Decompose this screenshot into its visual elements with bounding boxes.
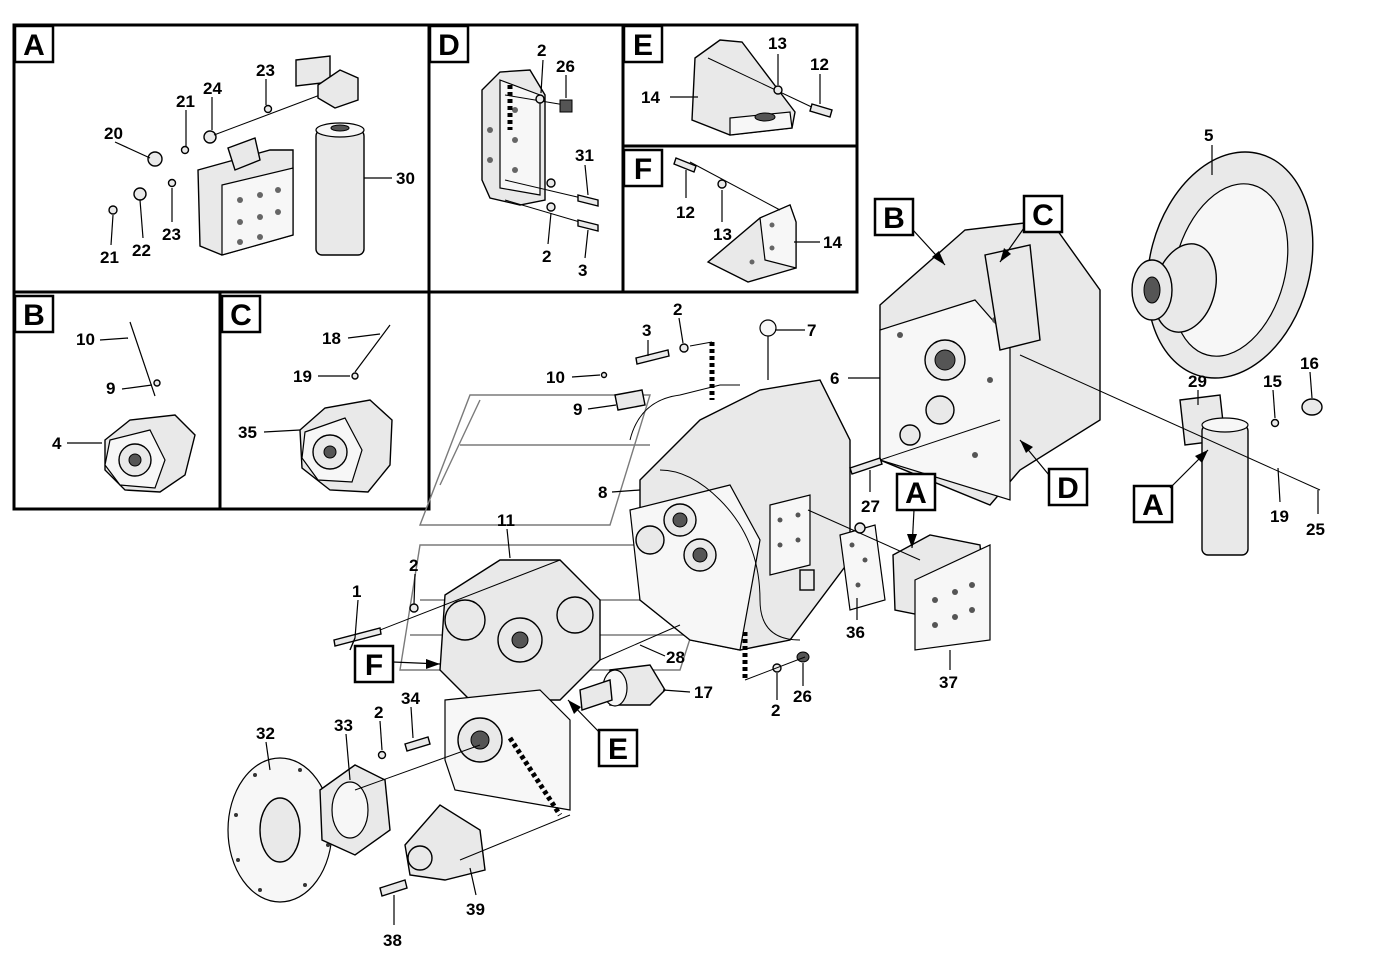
callout-2-left: 2 [409, 556, 418, 575]
main-tag-d: D [1057, 472, 1079, 505]
callout-e-14: 14 [641, 88, 660, 107]
callout-2-bottom: 2 [771, 701, 780, 720]
callout-15: 15 [1263, 372, 1282, 391]
callout-26: 26 [793, 687, 812, 706]
inset-d-letter: D [438, 29, 460, 62]
callout-19: 19 [1270, 507, 1289, 526]
callout-22: 22 [132, 241, 151, 260]
callout-20: 20 [104, 124, 123, 143]
callout-5: 5 [1204, 126, 1213, 145]
callout-d-3: 3 [578, 261, 587, 280]
callout-33: 33 [334, 716, 353, 735]
inset-c-letter: C [230, 299, 252, 332]
main-assembly: B C A D A F E [227, 126, 1325, 950]
callout-c-18: 18 [322, 329, 341, 348]
callout-34: 34 [401, 689, 420, 708]
callout-24: 24 [203, 79, 222, 98]
main-tag-a: A [905, 477, 927, 510]
callout-b-4: 4 [52, 434, 62, 453]
callout-f-13: 13 [713, 225, 732, 244]
callout-2-lower: 2 [374, 703, 383, 722]
main-tag-c: C [1032, 199, 1054, 232]
main-tag-f: F [365, 649, 383, 682]
callout-38: 38 [383, 931, 402, 950]
callout-e-12: 12 [810, 55, 829, 74]
main-letter-tags: B C A D A F E [353, 194, 1209, 768]
callout-f-14: 14 [823, 233, 842, 252]
callout-30: 30 [396, 169, 415, 188]
callout-21: 21 [176, 92, 195, 111]
main-tag-a2: A [1142, 489, 1164, 522]
callout-d-2b: 2 [542, 247, 551, 266]
callout-f-12: 12 [676, 203, 695, 222]
callout-27: 27 [861, 497, 880, 516]
inset-a: A 20 21 [13, 24, 415, 267]
callout-8: 8 [598, 483, 607, 502]
inset-f: F 12 13 14 [622, 148, 842, 283]
inset-e: E 13 12 14 [622, 24, 833, 136]
inset-frames [12, 23, 859, 511]
callout-c-35: 35 [238, 423, 257, 442]
callout-37: 37 [939, 673, 958, 692]
callout-1: 1 [352, 582, 361, 601]
callout-16: 16 [1300, 354, 1319, 373]
callout-10: 10 [546, 368, 565, 387]
callout-b-9: 9 [106, 379, 115, 398]
callout-d-31: 31 [575, 146, 594, 165]
callout-39: 39 [466, 900, 485, 919]
callout-23b: 23 [162, 225, 181, 244]
callout-d-26: 26 [556, 57, 575, 76]
callout-21b: 21 [100, 248, 119, 267]
callout-36: 36 [846, 623, 865, 642]
callout-d-2: 2 [537, 41, 546, 60]
callout-6: 6 [830, 369, 839, 388]
callout-7: 7 [807, 321, 816, 340]
main-tag-e: E [608, 733, 628, 766]
callout-c-19: 19 [293, 367, 312, 386]
callout-2-top: 2 [673, 300, 682, 319]
main-tag-b: B [883, 202, 905, 235]
callout-29: 29 [1188, 372, 1207, 391]
inset-e-letter: E [633, 29, 653, 62]
callout-b-10: 10 [76, 330, 95, 349]
inset-b: B 10 9 4 [13, 294, 196, 493]
callout-17: 17 [694, 683, 713, 702]
callout-11: 11 [497, 511, 515, 530]
inset-d: D 2 26 31 2 3 [428, 24, 599, 280]
inset-c: C 18 19 35 [220, 294, 393, 493]
callout-32: 32 [256, 724, 275, 743]
callout-3: 3 [642, 321, 651, 340]
inset-f-letter: F [634, 153, 652, 186]
callout-25: 25 [1306, 520, 1325, 539]
callout-e-13: 13 [768, 34, 787, 53]
callout-9: 9 [573, 400, 582, 419]
callout-28: 28 [666, 648, 685, 667]
callout-23: 23 [256, 61, 275, 80]
inset-b-letter: B [23, 299, 45, 332]
inset-a-letter: A [23, 29, 45, 62]
